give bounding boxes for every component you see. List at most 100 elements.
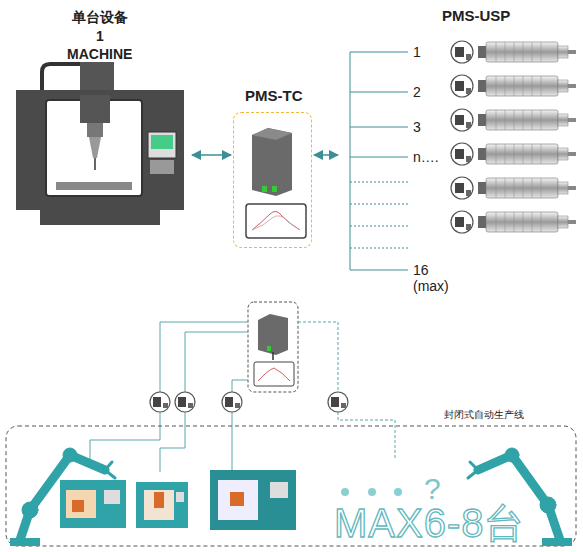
spindle-set xyxy=(451,41,576,233)
spindle-ring xyxy=(496,110,497,130)
sensor-body xyxy=(455,115,464,125)
spindle-ring xyxy=(496,178,497,198)
spindle-nose xyxy=(558,148,568,160)
cnc-machines xyxy=(60,470,296,530)
spindle-ring xyxy=(523,212,524,232)
sensor-icon xyxy=(451,41,473,63)
sensor-set xyxy=(150,392,348,412)
spindle-tool xyxy=(568,118,576,122)
sensor-body xyxy=(331,397,339,407)
sensor-icon xyxy=(451,75,473,97)
sensor-icon xyxy=(222,392,242,412)
spindle-ring xyxy=(514,76,515,96)
spindle-ring xyxy=(523,110,524,130)
spindle-ring xyxy=(496,42,497,62)
node-heading: MACHINE xyxy=(65,46,134,62)
spindle-body xyxy=(486,144,558,164)
spindle-body xyxy=(486,212,558,232)
spindle-ring xyxy=(541,144,542,164)
spindle-ring xyxy=(514,42,515,62)
spindle-nose xyxy=(558,46,568,58)
dots xyxy=(341,488,402,496)
sensor-icon xyxy=(150,392,170,412)
channel-number: 1 xyxy=(413,44,421,60)
spindle-body xyxy=(486,42,558,62)
channel-number: 2 xyxy=(413,84,421,100)
sensor-body xyxy=(153,397,161,407)
spindle-nose xyxy=(558,216,568,228)
controller-illustration xyxy=(246,128,306,238)
sensor-body xyxy=(455,47,464,57)
node-heading: PMS-TC xyxy=(243,87,305,104)
sensor-icon xyxy=(328,392,348,412)
spindle-nose xyxy=(558,80,568,92)
spindle-tool xyxy=(568,220,576,224)
spindle-nose xyxy=(558,182,568,194)
line-boundary xyxy=(6,426,576,546)
sensor-plug xyxy=(235,403,240,408)
spindle-cap xyxy=(478,114,486,126)
spindle-ring xyxy=(514,144,515,164)
spindle-ring xyxy=(532,76,533,96)
sensor-body xyxy=(455,149,464,159)
spindle-body xyxy=(486,110,558,130)
spindle-ring xyxy=(496,76,497,96)
channel-number: n…. xyxy=(413,149,439,165)
spindle-ring xyxy=(532,178,533,198)
controller-box: PMS-TC xyxy=(233,112,312,248)
spindle-ring xyxy=(523,144,524,164)
spindle-ring xyxy=(541,178,542,198)
spindle-ring xyxy=(505,144,506,164)
spindle-ring xyxy=(541,212,542,232)
sensor-plug xyxy=(466,156,471,162)
machine-node: 单台设备1MACHINE xyxy=(10,5,190,228)
spindle-body xyxy=(486,178,558,198)
channel-number: 16 (max) xyxy=(413,262,453,294)
sensor-body xyxy=(455,183,464,193)
spindle-ring xyxy=(532,42,533,62)
spindle-ring xyxy=(532,110,533,130)
sensor-plug xyxy=(466,88,471,94)
spindle-tool xyxy=(568,152,576,156)
sensor-icon xyxy=(451,143,473,165)
spindle-ring xyxy=(523,178,524,198)
sensor-icon xyxy=(451,177,473,199)
spindle-ring xyxy=(505,42,506,62)
sensor-plug xyxy=(466,190,471,196)
sensor-body xyxy=(225,397,233,407)
spindle-body xyxy=(486,76,558,96)
sensor-icon xyxy=(175,392,195,412)
spindle-ring xyxy=(514,212,515,232)
spindle-tool xyxy=(568,186,576,190)
capacity-note: MAX6-8台 xyxy=(334,500,526,546)
sensor-plug xyxy=(466,54,471,60)
spindle-ring xyxy=(523,42,524,62)
sensor-plug xyxy=(188,403,193,408)
spindle-cap xyxy=(478,46,486,58)
sensor-plug xyxy=(163,403,168,408)
spindle-ring xyxy=(505,110,506,130)
sensor-icon xyxy=(451,109,473,131)
spindle-ring xyxy=(496,144,497,164)
node-heading: 1 xyxy=(94,28,106,44)
spindle-cap xyxy=(478,182,486,194)
spindle-ring xyxy=(541,42,542,62)
spindle-ring xyxy=(496,212,497,232)
spindle-group: PMS-USP xyxy=(340,5,580,305)
spindle-tool xyxy=(568,50,576,54)
sensor-plug xyxy=(466,224,471,230)
spindle-ring xyxy=(532,212,533,232)
spindle-ring xyxy=(505,76,506,96)
sensor-body xyxy=(178,397,186,407)
spindle-ring xyxy=(523,76,524,96)
sensor-body xyxy=(455,217,464,227)
machine-illustration xyxy=(16,62,184,225)
sensor-plug xyxy=(341,403,346,408)
spindle-ring xyxy=(505,212,506,232)
sensor-body xyxy=(455,81,464,91)
spindle-ring xyxy=(532,144,533,164)
channel-number: 3 xyxy=(413,119,421,135)
sensor-icon xyxy=(451,211,473,233)
